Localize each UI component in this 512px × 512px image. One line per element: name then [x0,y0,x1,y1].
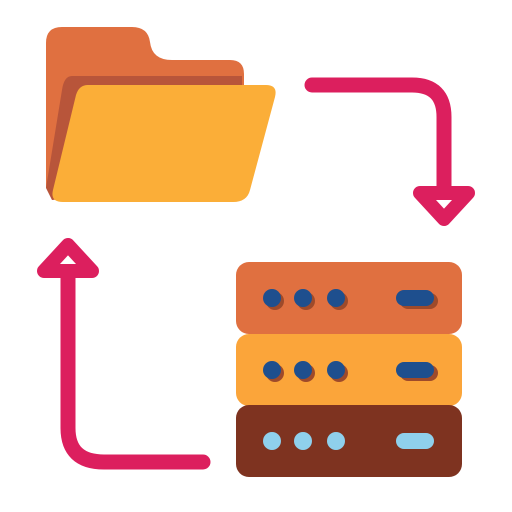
status-light [327,361,345,379]
server-unit-top [236,262,462,334]
status-light [327,289,345,307]
arrow-down-icon [304,77,475,226]
drive-slot [396,433,434,449]
status-light [263,361,281,379]
server-unit-bottom [236,405,462,477]
folder-front [52,85,276,202]
status-light [294,289,312,307]
status-light [294,432,312,450]
status-light [263,289,281,307]
server-unit-middle [236,334,462,406]
status-light [294,361,312,379]
drive-slot [396,290,434,306]
arrow-up-path [60,264,211,470]
server-unit-bottom-body [236,405,462,477]
status-light [327,432,345,450]
arrow-up-head [37,238,99,278]
drive-slot [396,362,434,378]
server-unit-middle-body [236,334,462,406]
server-unit-top-body [236,262,462,334]
status-light [263,432,281,450]
arrow-down-head [413,186,475,226]
folder-icon [46,27,276,202]
arrow-down-path [304,77,452,198]
server-icon [236,262,462,477]
arrow-up-icon [37,238,211,470]
